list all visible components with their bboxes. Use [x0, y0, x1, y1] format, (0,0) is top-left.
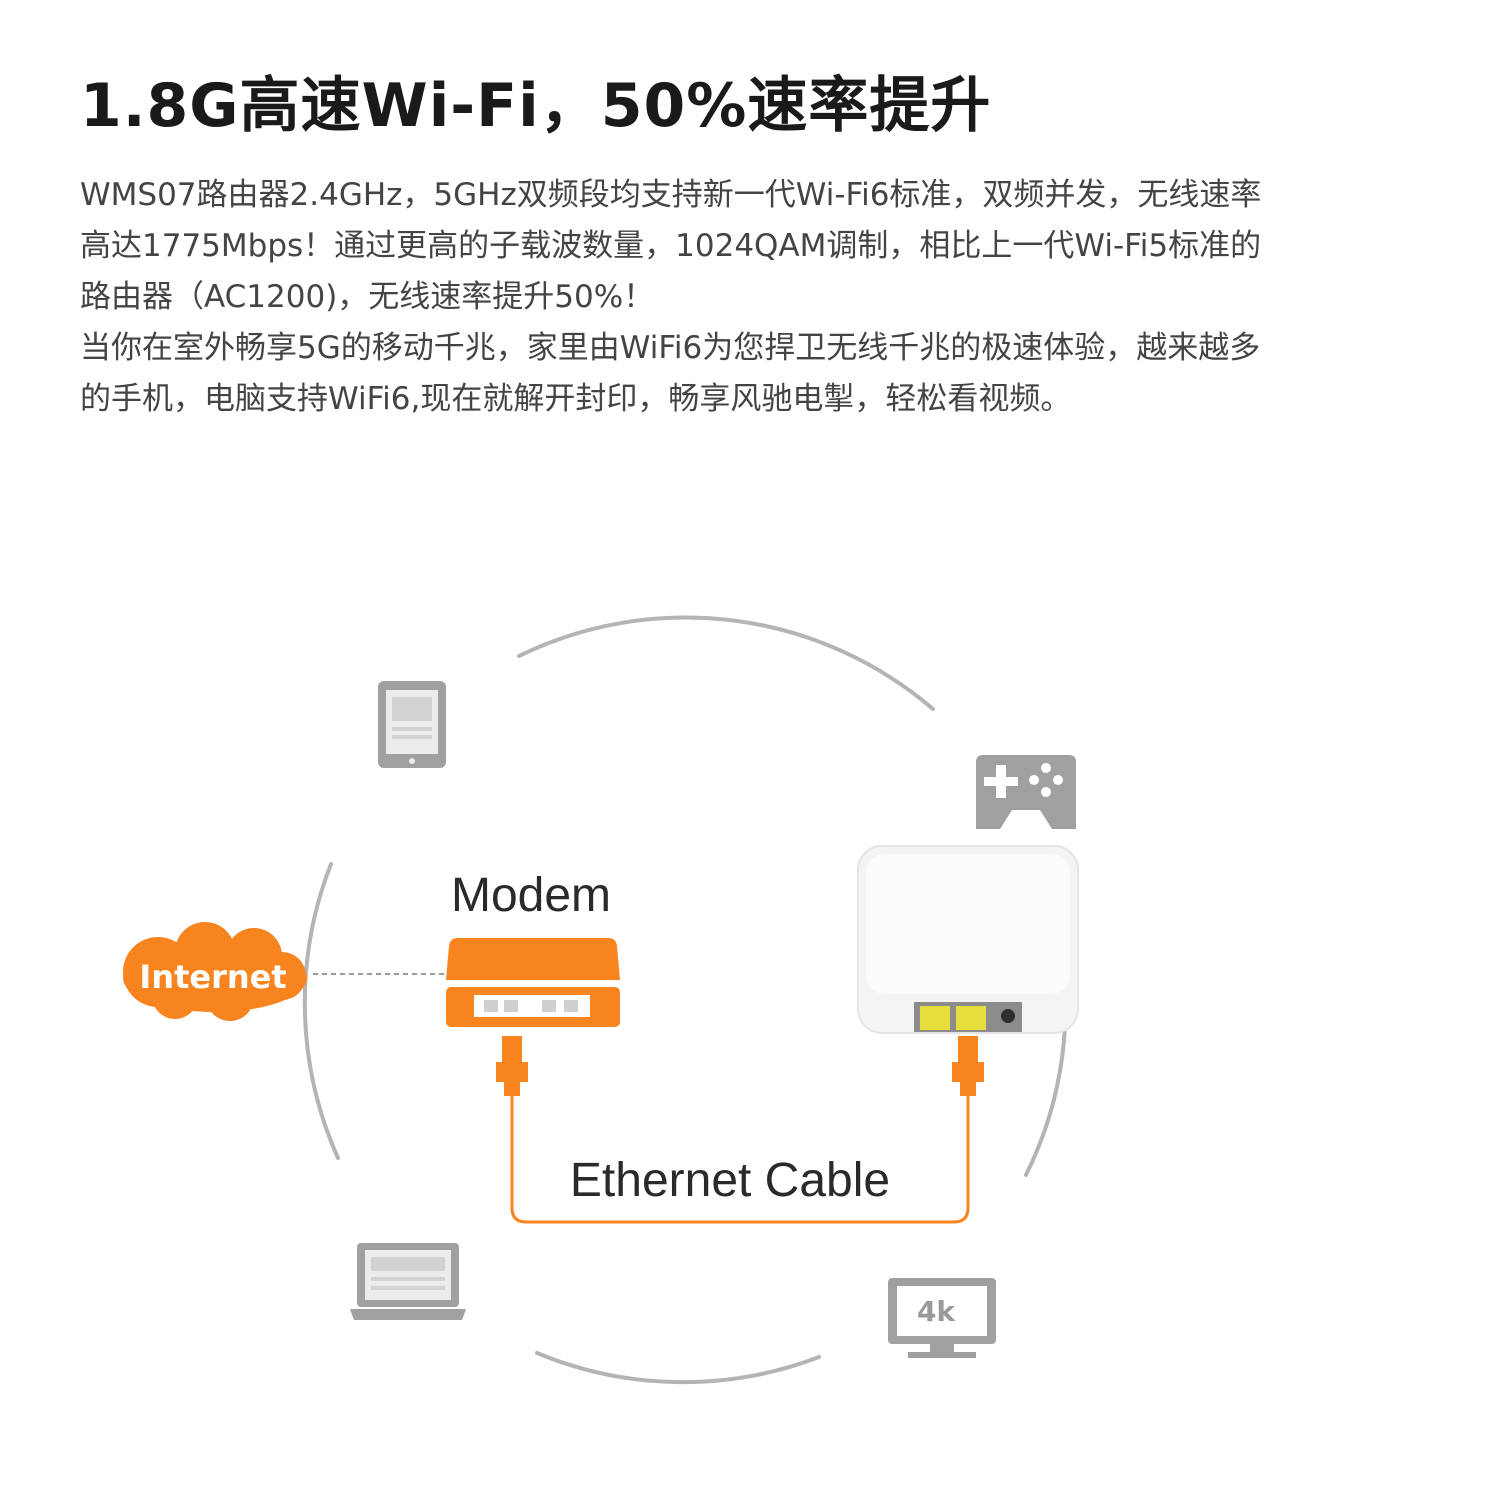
description-line: 当你在室外畅享5G的移动千兆，家里由WiFi6为您捍卫无线千兆的极速体验，越来越…	[80, 330, 1261, 366]
router-icon	[857, 845, 1079, 1034]
description-line: WMS07路由器2.4GHz，5GHz双频段均支持新一代Wi-Fi6标准，双频并…	[80, 177, 1262, 213]
modem-label: Modem	[451, 869, 611, 922]
description-line: 路由器（AC1200)，无线速率提升50%！	[80, 279, 655, 315]
description-line: 的手机，电脑支持WiFi6,现在就解开封印，畅享风驰电掣，轻松看视频。	[80, 381, 1072, 417]
cloud-icon: Internet	[123, 922, 307, 1021]
ethernet-cable-label: Ethernet Cable	[570, 1154, 890, 1207]
description: WMS07路由器2.4GHz，5GHz双频段均支持新一代Wi-Fi6标准，双频并…	[80, 170, 1450, 425]
ring-arc-left	[302, 862, 340, 1160]
modem-icon	[446, 938, 620, 1027]
wireless-ring	[302, 615, 1067, 1385]
internet-label: Internet	[139, 958, 286, 996]
tv-4k-icon: 4k	[888, 1278, 996, 1358]
ring-arc-top	[517, 615, 935, 711]
tv-4k-label: 4k	[917, 1295, 956, 1328]
ring-arc-bottom	[535, 1351, 821, 1385]
gamepad-icon	[976, 755, 1076, 829]
description-line: 高达1775Mbps！通过更高的子载波数量，1024QAM调制，相比上一代Wi-…	[80, 228, 1262, 264]
tablet-icon	[378, 681, 446, 768]
page-title: 1.8G高速Wi-Fi，50%速率提升	[80, 71, 992, 141]
laptop-icon	[350, 1243, 466, 1320]
ethernet-plug-icon	[496, 1036, 528, 1096]
ring-arc-right	[1024, 1024, 1067, 1177]
ethernet-cable	[510, 1096, 970, 1224]
ethernet-plug-icon	[952, 1036, 984, 1096]
